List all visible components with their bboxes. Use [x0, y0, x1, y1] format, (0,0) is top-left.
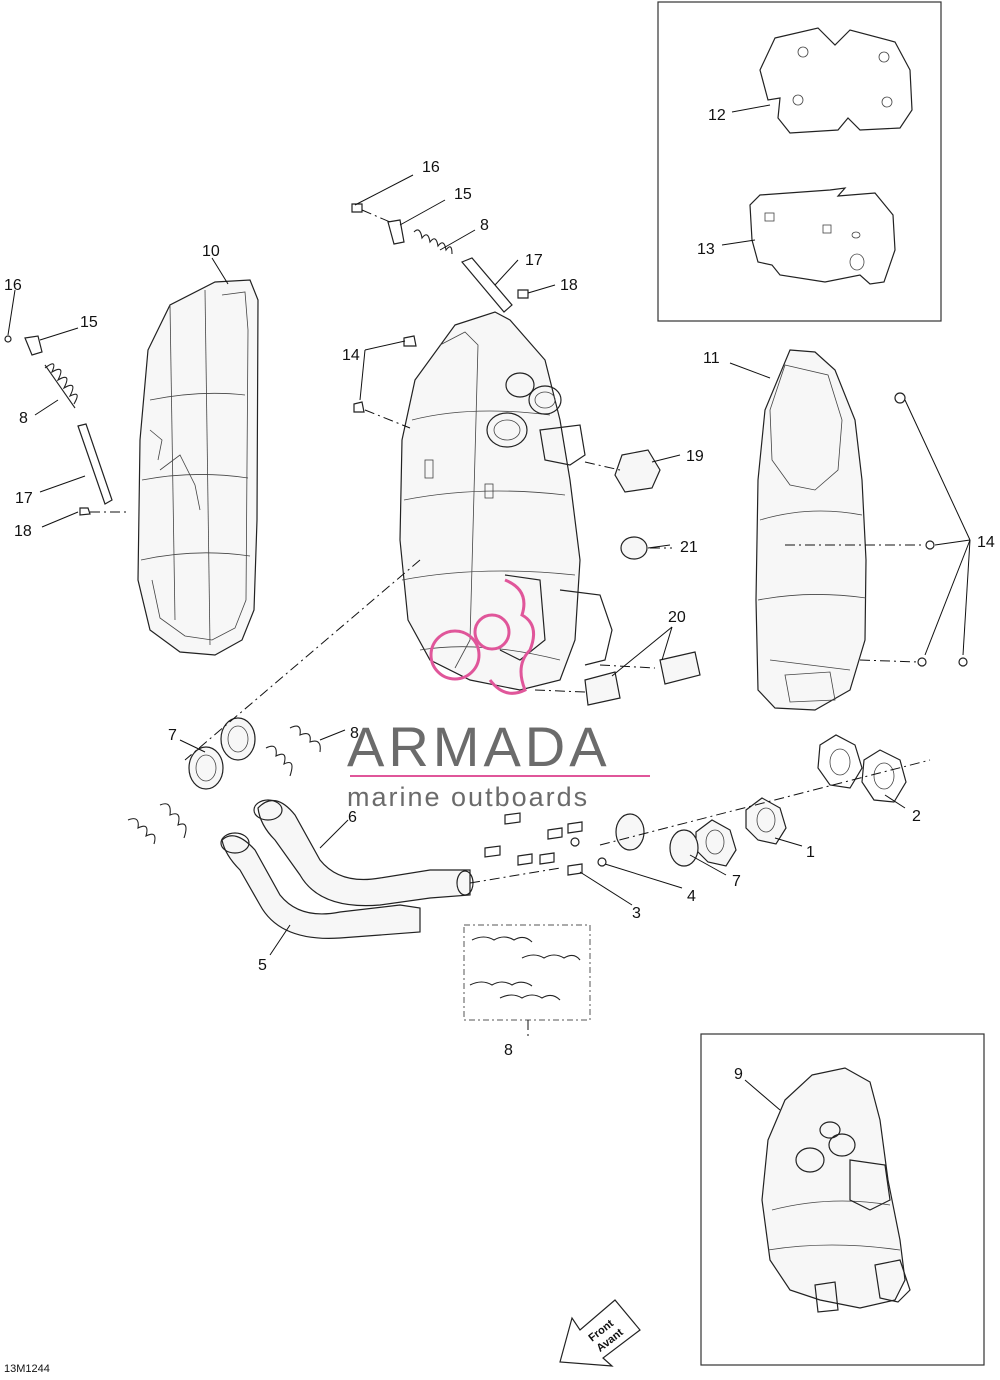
callout-21: 21: [680, 539, 698, 556]
alignment-lines: [90, 209, 931, 1040]
callout-17-top: 17: [525, 252, 543, 269]
callout-6: 6: [348, 809, 357, 826]
muffler-half-11: [755, 349, 867, 711]
seahorse-logo: [429, 578, 536, 695]
exhaust-pipe-5: [220, 832, 421, 939]
gasket-12: [759, 27, 913, 134]
callout-8-top: 8: [480, 217, 489, 234]
callout-18-left: 18: [14, 523, 32, 540]
callout-20: 20: [668, 609, 686, 626]
hanger-assembly-top: [351, 203, 529, 413]
callout-4: 4: [687, 888, 696, 905]
callout-7-left: 7: [168, 727, 177, 744]
callout-10: 10: [202, 243, 220, 260]
callout-19: 19: [686, 448, 704, 465]
washers-4: [570, 837, 607, 867]
rubber-pad-20: [584, 651, 701, 706]
callout-8-kit: 8: [504, 1042, 513, 1059]
callout-5: 5: [258, 957, 267, 974]
callout-8-middle: 8: [350, 725, 359, 742]
inset-frame-gaskets: [657, 1, 942, 322]
callout-16-top: 16: [422, 159, 440, 176]
muffler-main-body: [399, 311, 613, 691]
muffler-assembly-9: [761, 1067, 911, 1313]
callout-3: 3: [632, 905, 641, 922]
exhaust-pipe-6: [253, 799, 474, 907]
front-direction-arrow: Front Avant: [559, 1299, 641, 1367]
leader-lines: [7, 104, 971, 1111]
callout-14-right: 14: [977, 534, 995, 551]
diagram-code: 13M1244: [4, 1363, 50, 1375]
callout-1: 1: [806, 844, 815, 861]
callout-8-left: 8: [19, 410, 28, 427]
callout-9: 9: [734, 1066, 743, 1083]
plug-21: [620, 536, 648, 560]
gasket-2: [817, 734, 907, 803]
seal-ring-7-right: [615, 813, 699, 867]
seal-ring-7-left: [188, 717, 256, 790]
armada-watermark: ARMADA marine outboards: [347, 578, 650, 812]
gasket-13: [749, 187, 896, 285]
callout-2: 2: [912, 808, 921, 825]
spring-kit-8: [469, 936, 581, 1001]
callout-13: 13: [697, 241, 715, 258]
callout-15-top: 15: [454, 186, 472, 203]
inset-frame-muffler-assembly: [700, 1033, 985, 1366]
inset-frame-spring-kit: [463, 924, 591, 1021]
callout-12: 12: [708, 107, 726, 124]
flange-1: [695, 797, 787, 867]
callout-18-top: 18: [560, 277, 578, 294]
rubber-mount-19: [614, 449, 661, 493]
hanger-assembly-left: [4, 335, 113, 516]
springs-8-middle: [127, 725, 321, 845]
callout-17-left: 17: [15, 490, 33, 507]
callout-7-right: 7: [732, 873, 741, 890]
callout-11: 11: [703, 350, 720, 367]
callout-16-left: 16: [4, 277, 22, 294]
bolts-3: [484, 812, 583, 876]
callout-15-left: 15: [80, 314, 98, 331]
callout-14-center: 14: [342, 347, 360, 364]
callout-labels: 12 13 10 11 16 15 8 17 18 14 19 21 20 14…: [4, 107, 995, 1083]
watermark-brand: ARMADA: [347, 715, 611, 778]
muffler-half-10: [137, 279, 259, 656]
watermark-tagline: marine outboards: [347, 782, 589, 812]
grommets-14: [894, 392, 968, 667]
